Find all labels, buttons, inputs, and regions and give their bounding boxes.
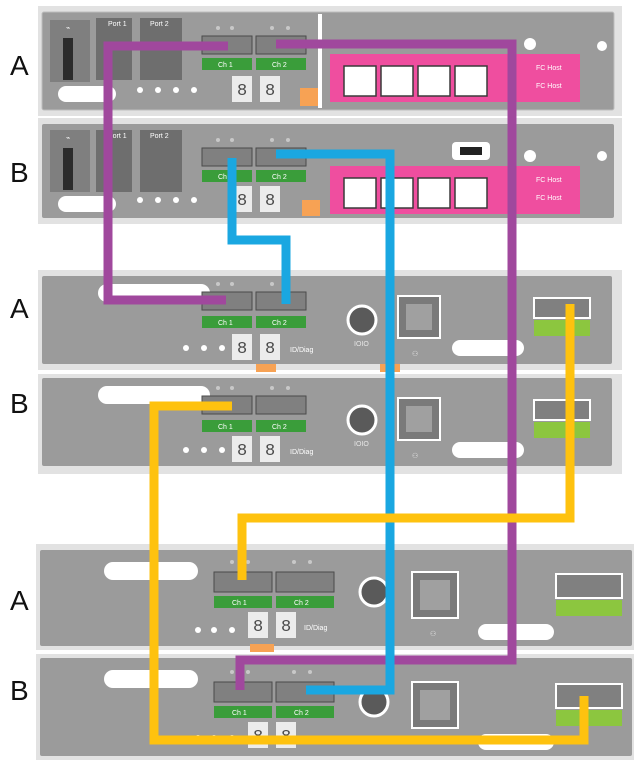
yellow-cable bbox=[149, 401, 589, 745]
status-leds bbox=[195, 627, 235, 633]
label-pill bbox=[58, 196, 116, 212]
blue-cable bbox=[227, 158, 291, 304]
port-tag: Ch 2 bbox=[294, 710, 309, 717]
sas-ports: Ch 1 Ch 2 bbox=[213, 560, 335, 608]
yellow-cable bbox=[237, 304, 575, 580]
label-pill bbox=[98, 386, 210, 404]
card-tag: FC Host bbox=[536, 65, 562, 72]
port-tag: Ch 2 bbox=[272, 174, 287, 181]
power-connector-icon bbox=[346, 304, 378, 336]
lan-icon: ⚇ bbox=[412, 350, 418, 358]
blue-cable bbox=[276, 149, 395, 695]
port-tag: Ch 2 bbox=[272, 62, 287, 69]
orange-tab bbox=[302, 200, 320, 216]
sfp-cage bbox=[140, 130, 182, 192]
seven-segment-display: 8 8 bbox=[232, 436, 280, 462]
label-pill bbox=[58, 86, 116, 102]
id-diag-label: ID/Diag bbox=[290, 347, 313, 354]
svg-text:8: 8 bbox=[253, 618, 263, 637]
host-interface-card: FC Host FC Host bbox=[318, 14, 607, 108]
card-tag: FC Host bbox=[536, 177, 562, 184]
controller-label-a-2: A bbox=[10, 293, 29, 324]
usb-icon: ⌁ bbox=[66, 135, 70, 142]
purple-cable bbox=[235, 39, 517, 690]
svg-text:IOIO: IOIO bbox=[354, 441, 369, 448]
controller-label-a-3: A bbox=[10, 585, 29, 616]
port-tag: Ch 2 bbox=[272, 424, 287, 431]
port-tag: Ch 1 bbox=[232, 710, 247, 717]
port-label: Port 1 bbox=[108, 133, 127, 140]
orange-tab bbox=[300, 88, 318, 106]
svg-text:IOIO: IOIO bbox=[354, 341, 369, 348]
status-leds bbox=[137, 87, 197, 93]
host-interface-card: FC Host FC Host bbox=[330, 142, 607, 214]
usb-icon: ⌁ bbox=[66, 25, 70, 32]
sas-expansion-port bbox=[533, 399, 591, 421]
label-pill bbox=[452, 442, 524, 458]
card-tag: FC Host bbox=[536, 195, 562, 202]
svg-text:8: 8 bbox=[265, 192, 275, 211]
svg-text:8: 8 bbox=[237, 82, 247, 101]
orange-tab bbox=[256, 364, 276, 372]
svg-text:8: 8 bbox=[237, 340, 247, 359]
svg-text:8: 8 bbox=[265, 82, 275, 101]
iom-middle-a: Ch 1 Ch 2 8 8 ID/Diag IOIO ⚇ bbox=[38, 270, 622, 372]
controller-label-b-2: B bbox=[10, 388, 29, 419]
iom-middle-b: Ch 1 Ch 2 8 8 ID/Diag IOIO ⚇ bbox=[38, 374, 622, 474]
port-tag: Ch 1 bbox=[218, 174, 233, 181]
svg-text:8: 8 bbox=[237, 192, 247, 211]
status-leds bbox=[137, 197, 197, 203]
svg-text:8: 8 bbox=[265, 340, 275, 359]
lan-icon: ⚇ bbox=[412, 452, 418, 460]
sfp-cage bbox=[96, 130, 132, 192]
port-tag: Ch 1 bbox=[232, 600, 247, 607]
controller-label-a-1: A bbox=[10, 50, 29, 81]
orange-tab bbox=[250, 644, 274, 652]
port-tag: Ch 1 bbox=[218, 320, 233, 327]
card-tag: FC Host bbox=[536, 83, 562, 90]
port-tag: Ch 1 bbox=[218, 424, 233, 431]
id-diag-label: ID/Diag bbox=[304, 625, 327, 632]
sas-ports: Ch 1 Ch 2 bbox=[201, 386, 307, 432]
id-diag-label: ID/Diag bbox=[290, 449, 313, 456]
lan-icon: ⚇ bbox=[430, 630, 436, 638]
iom-bottom-a: Ch 1 Ch 2 8 8 ID/Diag ⚇ bbox=[36, 544, 634, 652]
sas-expansion-port bbox=[555, 573, 623, 599]
power-connector-icon bbox=[358, 576, 390, 608]
port-tag: Ch 2 bbox=[294, 600, 309, 607]
cables bbox=[103, 39, 589, 745]
svg-text:8: 8 bbox=[281, 618, 291, 637]
sas-expansion-port bbox=[555, 683, 623, 709]
svg-text:8: 8 bbox=[265, 442, 275, 461]
purple-cable bbox=[103, 41, 228, 305]
port-label: Port 1 bbox=[108, 21, 127, 28]
svg-text:8: 8 bbox=[237, 442, 247, 461]
controller-label-b-3: B bbox=[10, 675, 29, 706]
seven-segment-display: 8 8 bbox=[232, 334, 280, 360]
status-leds bbox=[183, 345, 225, 351]
iom-bottom-b: Ch 1 Ch 2 8 8 bbox=[36, 654, 634, 760]
sas-expansion-port bbox=[533, 297, 591, 319]
port-tag: Ch 2 bbox=[272, 320, 287, 327]
controller-label-b-1: B bbox=[10, 157, 29, 188]
status-leds bbox=[183, 447, 225, 453]
port-label: Port 2 bbox=[150, 133, 169, 140]
seven-segment-display: 8 8 bbox=[248, 612, 296, 638]
label-pill bbox=[452, 340, 524, 356]
port-tag: Ch 1 bbox=[218, 62, 233, 69]
port-label: Port 2 bbox=[150, 21, 169, 28]
power-connector-icon bbox=[346, 404, 378, 436]
